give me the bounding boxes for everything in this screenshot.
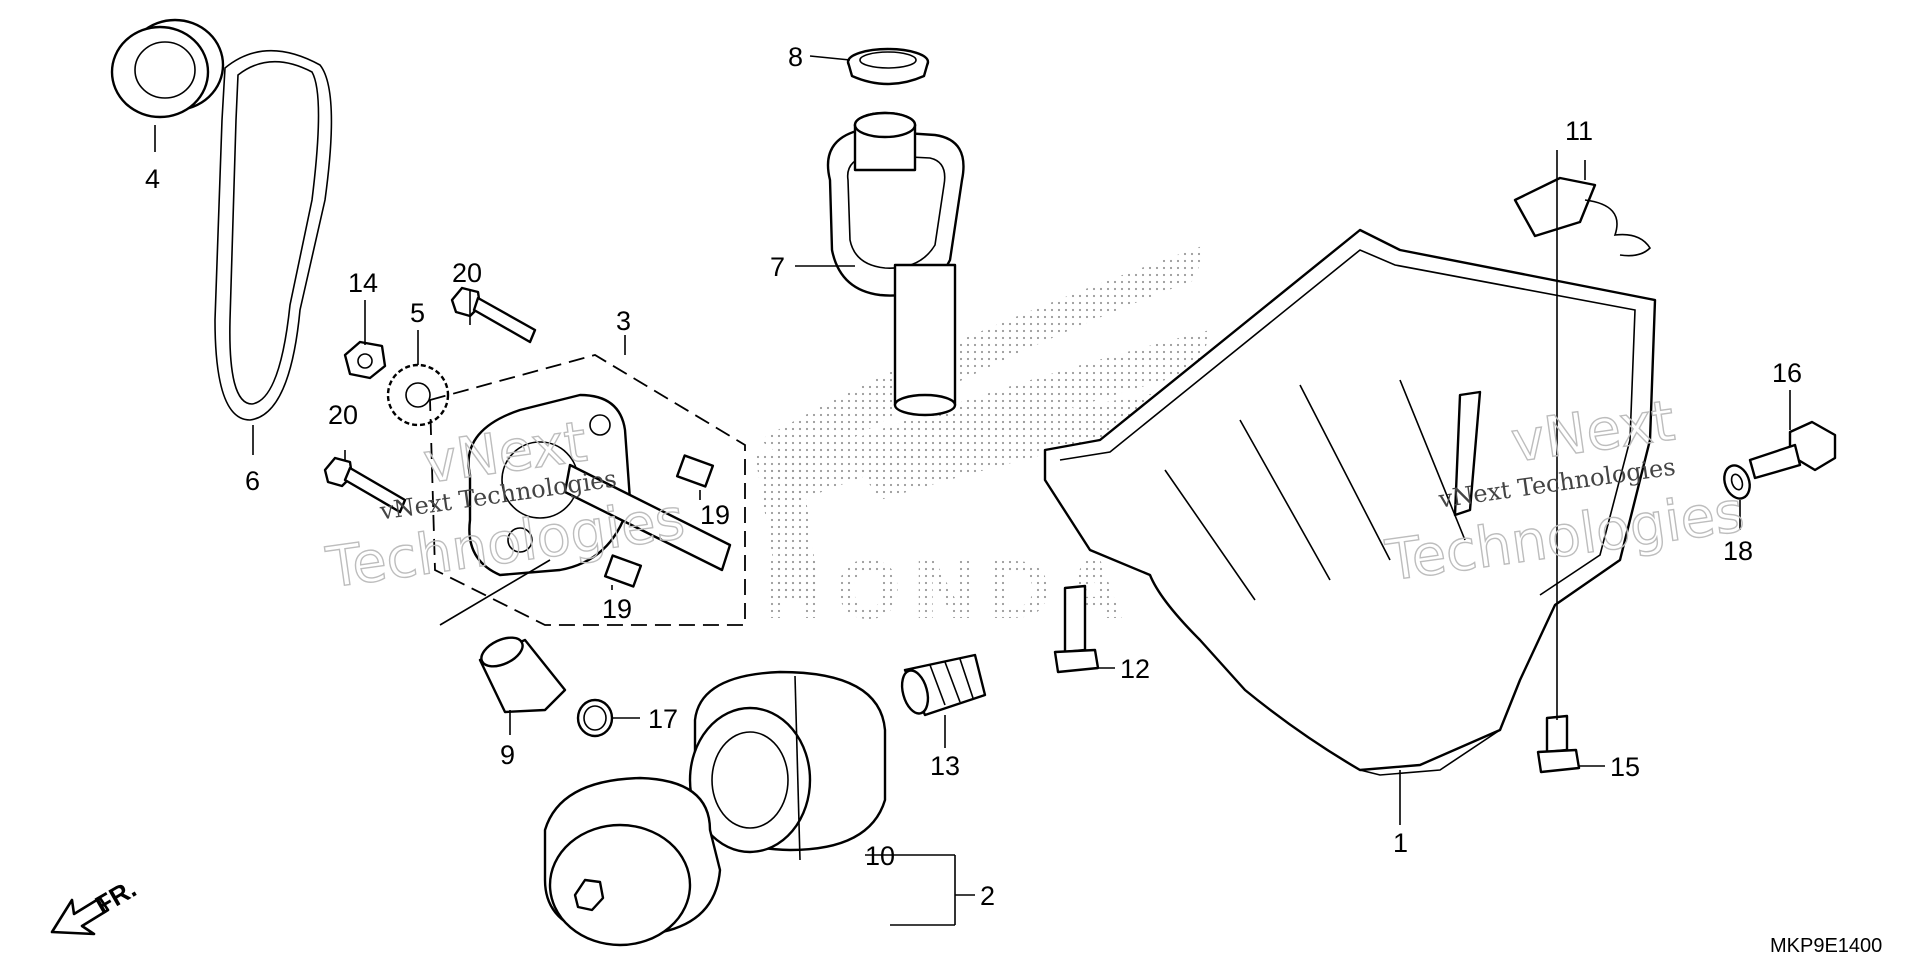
part-3-oil-pump-assembly [429,354,746,626]
part-6-drive-chain [214,49,333,421]
part-13-filter-boss-stud [900,653,987,717]
callout-labels: 1 2 3 4 5 6 7 8 9 10 11 12 13 14 15 16 1… [145,42,1802,911]
callout-6: 6 [245,466,260,496]
part-18-washer [1723,464,1751,500]
callout-16: 16 [1772,358,1802,388]
watermark-left: vNext Technologies vNext Technologies [322,409,690,602]
callout-9: 9 [500,740,515,770]
callout-2: 2 [980,881,995,911]
callout-5: 5 [410,298,425,328]
part-14-bolt [343,340,387,380]
callout-1: 1 [1393,828,1408,858]
callout-15: 15 [1610,752,1640,782]
part-1-oil-pan [1043,228,1657,776]
part-20-bolt-lower [323,456,407,514]
part-5-oil-pump-sprocket [386,363,450,427]
part-15-bolt [1536,714,1581,774]
callout-18: 18 [1723,536,1753,566]
front-arrow-icon [50,896,110,936]
callout-20-lower: 20 [328,400,358,430]
callout-19-upper: 19 [700,500,730,530]
part-2-oil-filter [543,776,722,947]
callout-11: 11 [1565,116,1593,146]
brand-mark-text: HONDA [760,547,1132,637]
part-16-bolt [1748,420,1837,480]
part-4-drive-sprocket [110,18,225,119]
part-9-relief-valve [478,636,567,714]
callout-17: 17 [648,704,678,734]
callout-3: 3 [616,306,631,336]
callout-19-lower: 19 [602,594,632,624]
callout-13: 13 [930,751,960,781]
front-direction-indicator: FR. [50,873,141,936]
callout-20-upper: 20 [452,258,482,288]
diagram-code: MKP9E1400 [1770,935,1882,957]
part-11-bracket [1513,176,1652,257]
part-8-oil-filler-cap [846,47,930,86]
callout-14: 14 [348,268,378,298]
callout-7: 7 [770,252,785,282]
part-12-bolt [1053,584,1100,674]
part-7-oil-strainer [826,111,965,417]
leader-lines [154,55,1791,926]
callout-8: 8 [788,42,803,72]
part-20-bolt-upper [450,286,537,344]
callout-12: 12 [1120,654,1150,684]
callout-10: 10 [865,841,895,871]
part-10-oil-filter-cartridge [688,670,887,861]
brand-logo-background: HONDA [755,245,1215,637]
part-17-o-ring [576,698,614,738]
callout-4: 4 [145,164,160,194]
